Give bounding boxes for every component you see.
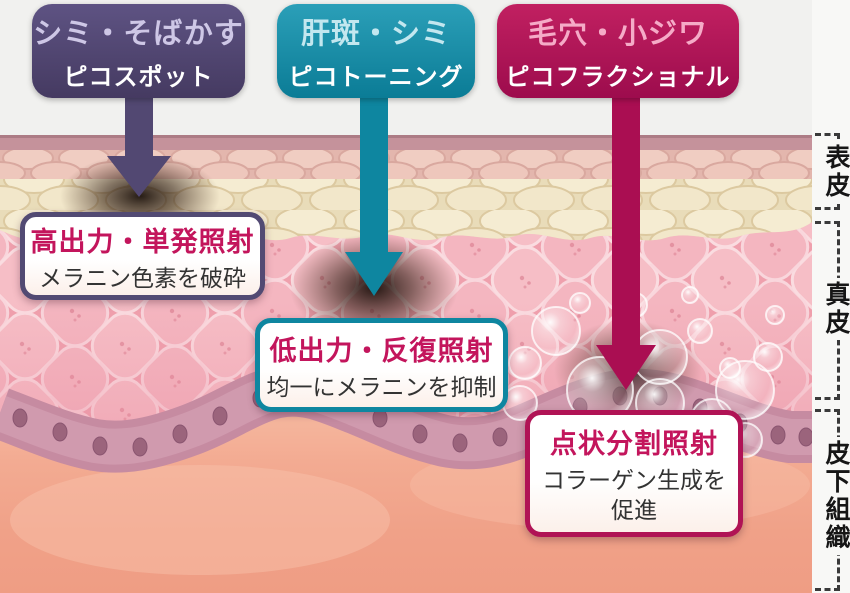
callout-title: 点状分割照射 xyxy=(550,429,718,459)
tag-pico-fractional: 毛穴・小ジワ ピコフラクショナル xyxy=(497,4,739,98)
tag-method-label: ピコスポット xyxy=(63,64,214,91)
pico-toning-arrow xyxy=(345,92,403,296)
layer-label-dermis: 真皮 xyxy=(821,278,850,340)
callout-description: メラニン色素を破砕 xyxy=(39,264,246,291)
tag-method-label: ピコフラクショナル xyxy=(505,64,731,91)
callout-pico-fractional: 点状分割照射 コラーゲン生成を促進 xyxy=(525,410,743,537)
pico-fractional-arrow xyxy=(596,92,656,390)
tag-pico-spot: シミ・そばかす ピコスポット xyxy=(32,4,245,98)
tag-pico-toning: 肝斑・シミ ピコトーニング xyxy=(277,4,475,98)
layer-label-epidermis: 表皮 xyxy=(821,141,850,203)
callout-title: 高出力・単発照射 xyxy=(30,226,255,257)
callout-title: 低出力・反復照射 xyxy=(269,335,494,366)
pico-spot-arrow xyxy=(107,92,171,197)
callout-pico-toning: 低出力・反復照射 均一にメラニンを抑制 xyxy=(255,318,508,412)
layer-label-subcutis: 皮下組織 xyxy=(821,437,850,555)
callout-description: 均一にメラニンを抑制 xyxy=(266,373,497,400)
tag-method-label: ピコトーニング xyxy=(288,64,464,91)
tag-target-label: 毛穴・小ジワ xyxy=(527,18,708,50)
callout-description: コラーゲン生成を促進 xyxy=(542,467,726,523)
callout-pico-spot: 高出力・単発照射 メラニン色素を破砕 xyxy=(20,212,265,300)
tag-target-label: 肝斑・シミ xyxy=(300,18,451,50)
tag-target-label: シミ・そばかす xyxy=(33,18,244,50)
